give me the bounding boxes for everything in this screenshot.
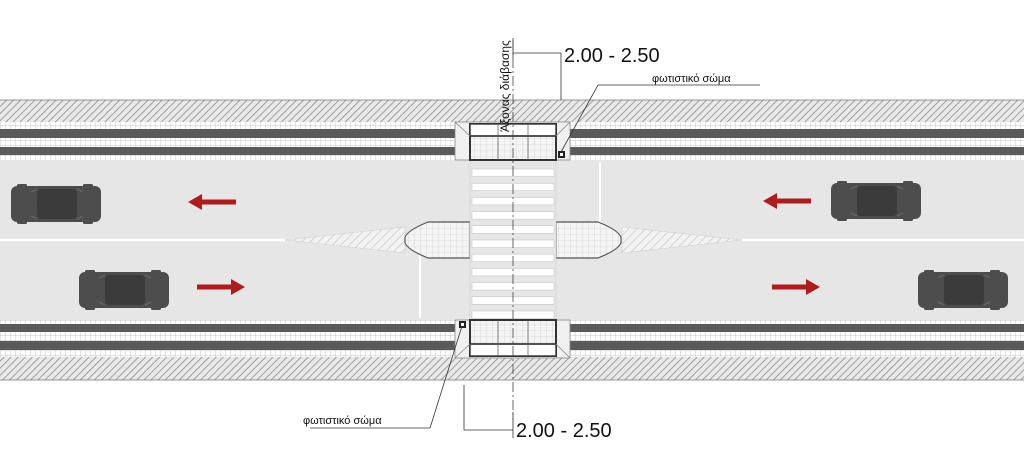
car-top-left-icon (10, 183, 102, 225)
leader-top (560, 84, 760, 153)
luminaire-top-label: φωτιστικό σώμα (652, 73, 731, 85)
top-crossing-pad (454, 121, 571, 161)
dimension-top-label: 2.00 - 2.50 (564, 45, 660, 67)
luminaire-top (558, 151, 565, 158)
bottom-crossing-pad (454, 319, 571, 359)
crossing-axis-label: Άξονας διάβασης (498, 40, 512, 132)
car-top-right-icon (830, 180, 922, 222)
right-island-taper (621, 226, 743, 254)
right-refuge-island (555, 221, 622, 259)
dimension-bottom-label: 2.00 - 2.50 (516, 420, 612, 442)
car-bottom-left-icon (78, 269, 170, 311)
leader-bottom (310, 325, 463, 429)
luminaire-bottom (459, 321, 466, 328)
dimension-top (512, 38, 562, 100)
top-sidewalk-hatch (0, 100, 1024, 122)
bottom-sidewalk-hatch (0, 357, 1024, 380)
dimension-bottom (463, 385, 514, 438)
luminaire-bottom-label: φωτιστικό σώμα (303, 415, 382, 427)
car-bottom-right-icon (917, 269, 1009, 311)
left-refuge-island (404, 221, 471, 259)
